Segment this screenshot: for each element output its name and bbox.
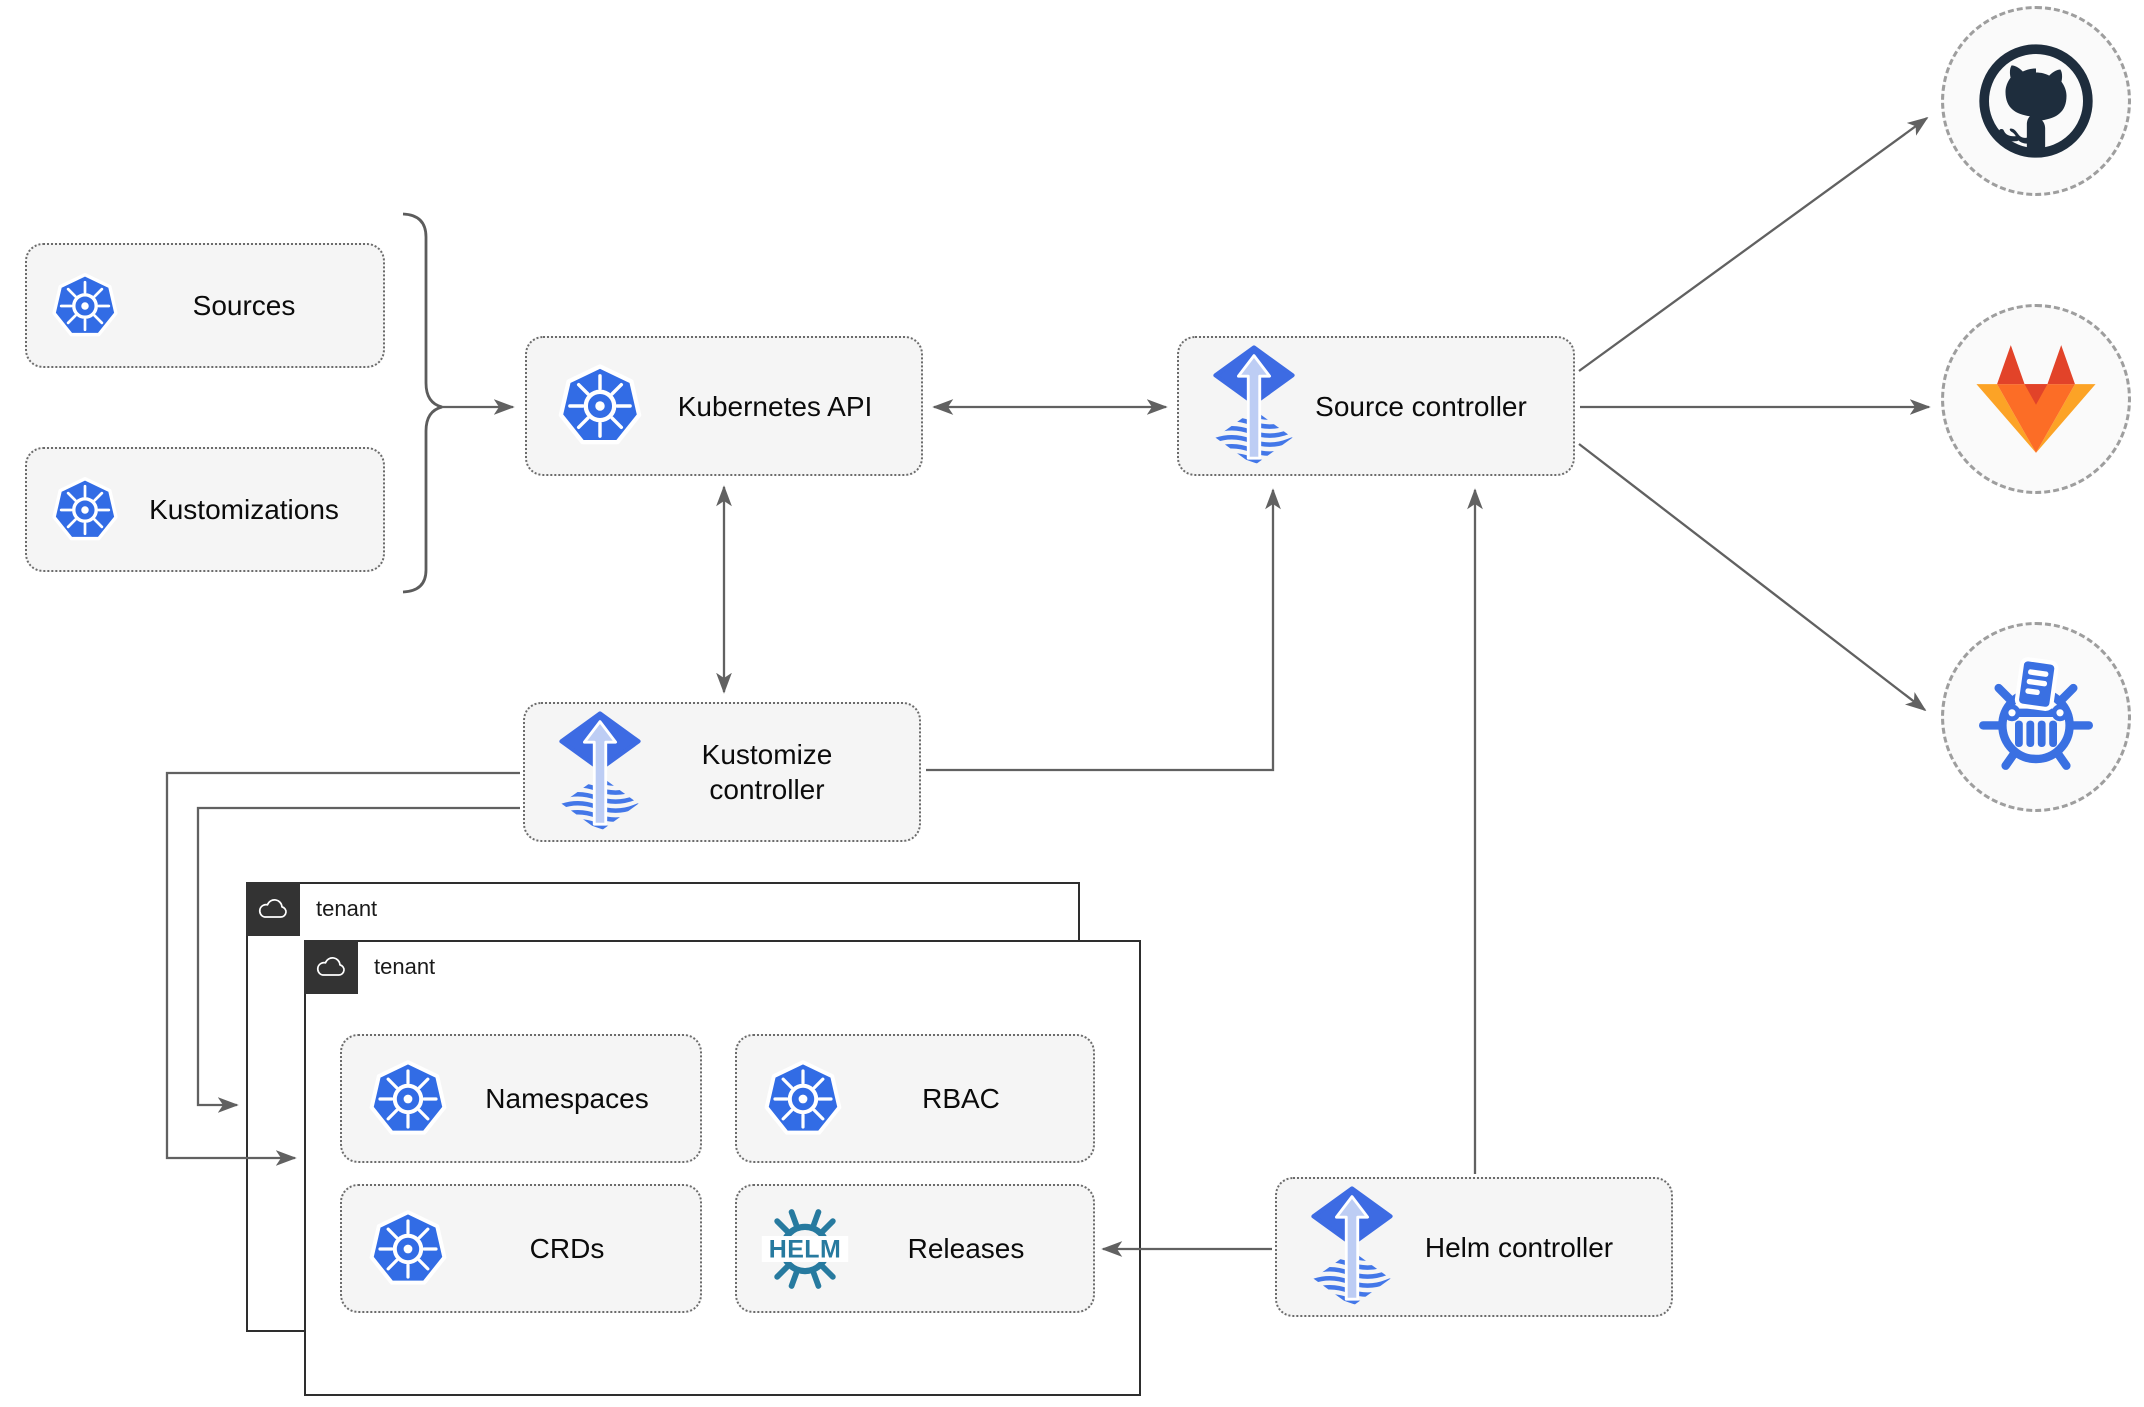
tenant-label: tenant — [316, 896, 378, 921]
crds-label: CRDs — [529, 1233, 605, 1264]
namespaces-label: Namespaces — [485, 1083, 649, 1114]
kubernetes-api-label: Kubernetes API — [677, 390, 873, 422]
tenant-box-front[interactable]: tenant — [304, 940, 1141, 1396]
github-icon — [1975, 40, 2097, 162]
chartmuseum-icon — [1970, 651, 2102, 783]
kubernetes-icon — [51, 272, 119, 340]
kustomize-controller-label: Kustomize controller — [701, 739, 833, 805]
helm-controller-label: Helm controller — [1424, 1231, 1614, 1263]
kubernetes-icon — [763, 1059, 843, 1139]
flux-icon — [559, 711, 641, 834]
tenant-header — [246, 882, 300, 936]
source-controller-label: Source controller — [1315, 390, 1527, 422]
github-endpoint[interactable] — [1941, 6, 2131, 196]
node-releases[interactable]: Releases — [735, 1184, 1095, 1313]
node-kubernetes-api[interactable]: Kubernetes API — [525, 336, 923, 476]
kubernetes-icon — [368, 1059, 448, 1139]
cloud-icon — [314, 955, 348, 979]
node-rbac[interactable]: RBAC — [735, 1034, 1095, 1163]
kubernetes-icon — [557, 363, 643, 449]
helm-icon — [757, 1201, 853, 1297]
edge-source-to-github — [1578, 116, 1929, 372]
edge-source-to-chartmuseum — [1578, 443, 1927, 712]
gitlab-icon — [1967, 336, 2105, 462]
tenant-label: tenant — [374, 954, 436, 979]
node-kustomize-controller[interactable]: Kustomize controller — [523, 702, 921, 842]
node-source-controller[interactable]: Source controller — [1177, 336, 1575, 476]
cloud-icon — [256, 897, 290, 921]
node-kustomizations[interactable]: Kustomizations — [25, 447, 385, 572]
releases-label: Releases — [907, 1233, 1025, 1264]
edge-kustomize-to-source — [926, 488, 1281, 772]
kubernetes-icon — [368, 1209, 448, 1289]
gitlab-endpoint[interactable] — [1941, 304, 2131, 494]
node-namespaces[interactable]: Namespaces — [340, 1034, 702, 1163]
flux-icon — [1213, 345, 1295, 468]
kubernetes-icon — [51, 476, 119, 544]
brace-sources-kustomizations — [402, 212, 443, 594]
rbac-label: RBAC — [922, 1083, 1000, 1114]
node-sources[interactable]: Sources — [25, 243, 385, 368]
node-helm-controller[interactable]: Helm controller — [1275, 1177, 1673, 1317]
kustomizations-label: Kustomizations — [149, 494, 339, 525]
node-crds[interactable]: CRDs — [340, 1184, 702, 1313]
sources-label: Sources — [192, 290, 296, 321]
chartmuseum-endpoint[interactable] — [1941, 622, 2131, 812]
flux-icon — [1311, 1186, 1393, 1309]
tenant-header — [304, 940, 358, 994]
